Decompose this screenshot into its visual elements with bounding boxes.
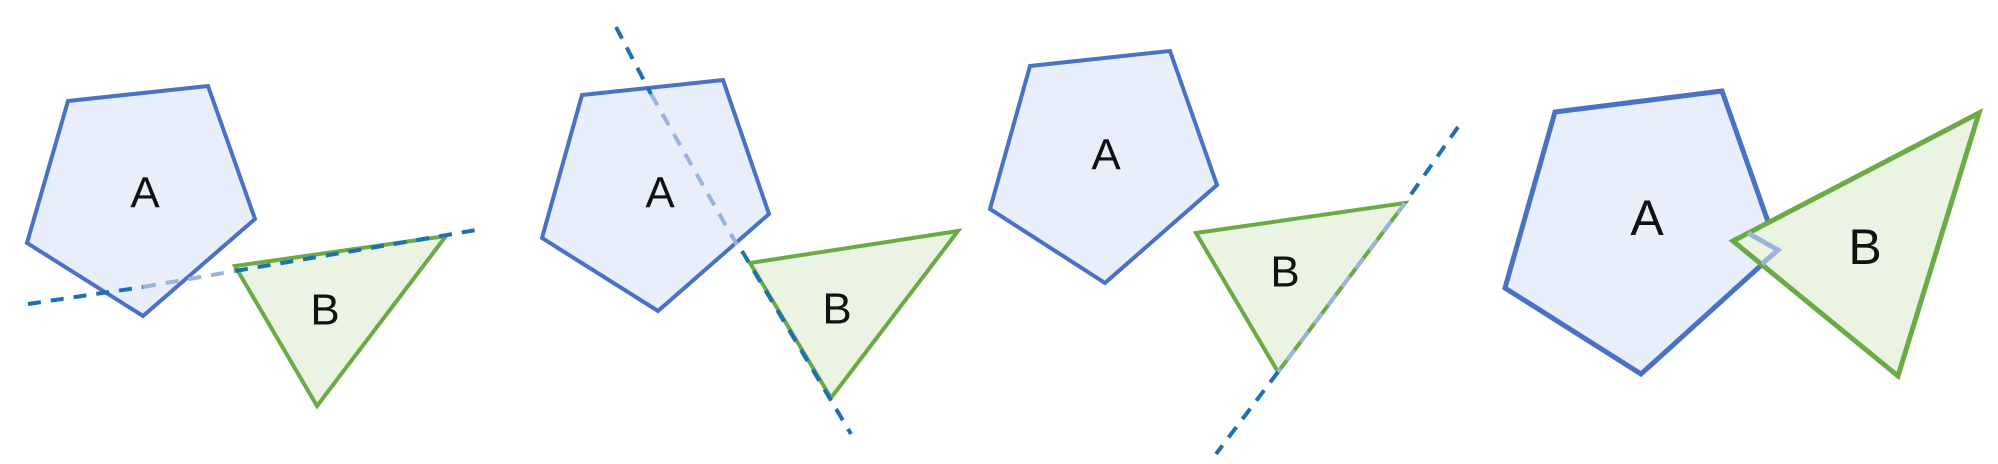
triangle-b [1728, 108, 1984, 381]
label-a: A [130, 169, 160, 218]
label-b: B [1848, 219, 1881, 275]
separating-line [740, 249, 853, 436]
label-b: B [1270, 248, 1299, 297]
separating-line-hidden-segment [649, 93, 739, 246]
separating-line [1214, 370, 1280, 456]
panel-2: A B [539, 26, 963, 436]
pentagon-a [1502, 88, 1781, 378]
panel-3: A B [987, 48, 1460, 456]
separating-line [27, 285, 144, 306]
label-b: B [822, 285, 851, 334]
separating-line-hidden-segment [142, 269, 236, 289]
panel-4: A B [1502, 88, 1984, 381]
label-a: A [645, 169, 675, 218]
separating-line [234, 227, 483, 273]
pentagon-a [24, 83, 258, 319]
label-a: A [1091, 131, 1121, 180]
pentagon-a [987, 48, 1220, 286]
label-b: B [310, 286, 339, 335]
triangle-b [1192, 200, 1410, 376]
pentagon-a [539, 77, 772, 314]
separating-line [614, 26, 653, 95]
panel-1: A B [24, 83, 483, 410]
label-a: A [1630, 190, 1664, 246]
triangle-b [231, 233, 451, 410]
overlap-hidden-edge [1746, 230, 1783, 266]
separating-line-hidden-segment [1276, 201, 1407, 374]
separating-line [1403, 125, 1460, 205]
